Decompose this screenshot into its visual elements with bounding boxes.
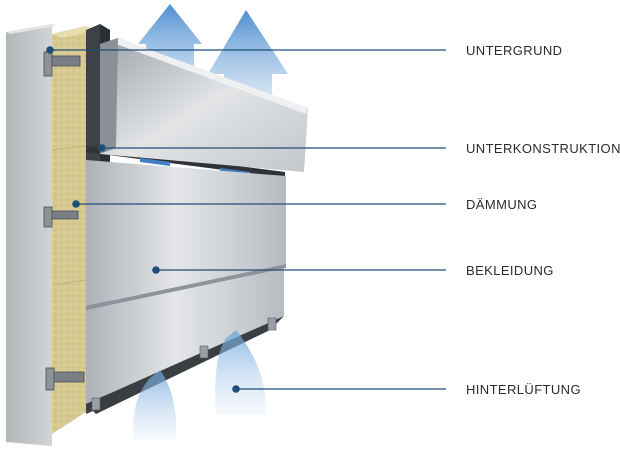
label-unterkonstruktion: UNTERKONSTRUKTION: [466, 141, 620, 156]
label-daemmung: DÄMMUNG: [466, 197, 538, 212]
insulation-layer: [52, 26, 86, 434]
mounting-brackets: [43, 51, 85, 391]
label-bekleidung: BEKLEIDUNG: [466, 263, 554, 278]
ventilation-gap-blue: [140, 158, 170, 166]
top-panel-tilted: [100, 38, 308, 172]
airflow-arrow-bottom-left: [133, 370, 177, 440]
label-untergrund: UNTERGRUND: [466, 43, 563, 58]
cladding-panel-lower: [86, 266, 284, 404]
airflow-arrow-bottom-right: [215, 330, 267, 415]
wall-substrate: [6, 24, 52, 446]
label-hinterlueftung: HINTERLÜFTUNG: [466, 382, 581, 397]
